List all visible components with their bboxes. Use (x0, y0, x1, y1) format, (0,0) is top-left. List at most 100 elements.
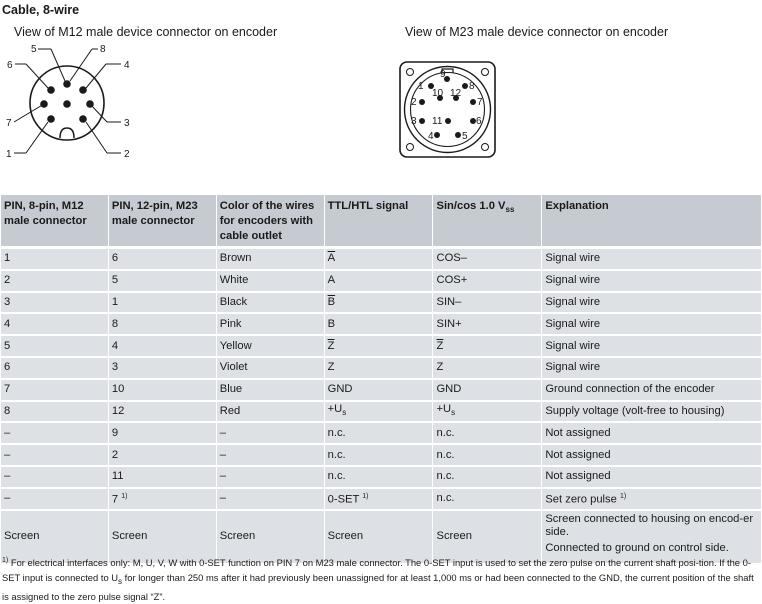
m12-pin-label-8: 8 (100, 44, 106, 55)
m12-pin-cell: 4 (1, 314, 108, 337)
wire-color-cell: Screen (216, 510, 324, 565)
m23-pin-label-11: 11 (432, 116, 443, 127)
m12-key-notch (59, 127, 75, 139)
m12-pin-label-3: 3 (124, 118, 130, 129)
m12-pin-label-4: 4 (124, 60, 130, 71)
m12-outer-ring (29, 65, 105, 141)
footnote-text-b: for longer than 250 ms after it had prev… (2, 572, 754, 602)
wire-color-cell: – (216, 488, 324, 511)
m12-pin-cell: – (1, 488, 108, 511)
ttl-signal-cell: B (324, 314, 433, 337)
m23-pin-cell: 10 (108, 379, 216, 402)
explanation-cell: Set zero pulse 1) (542, 488, 761, 511)
m23-pin-label-5: 5 (462, 131, 468, 142)
m12-leader-lines (13, 48, 121, 154)
m23-pin-label-7: 7 (477, 97, 483, 108)
m12-pin-cell: 3 (1, 292, 108, 315)
m12-pin-cell: Screen (1, 510, 108, 565)
explanation-line: Connected to ground on control side. (545, 541, 729, 554)
header-sincos-signal: Sin/cos 1.0 Vss (433, 195, 542, 249)
m23-pin-cell: 8 (108, 314, 216, 337)
sincos-signal-cell: n.c. (433, 488, 542, 511)
m12-pin-cell: – (1, 466, 108, 489)
sincos-signal-cell: Z (433, 336, 542, 358)
m12-pin-cell: 1 (1, 249, 108, 271)
wire-color-cell: – (216, 466, 324, 489)
header-wire-color: Color of the wires for encoders with cab… (216, 195, 324, 249)
m23-inner-ring (409, 71, 486, 148)
footnote-text-a: For electrical interfaces only: M, U, V,… (2, 557, 751, 584)
table-row: 3 1 Black B SIN– Signal wire (1, 292, 761, 315)
m23-connector-diagram: 9 1 8 10 12 2 7 3 11 6 4 5 (399, 61, 496, 158)
m12-pin-cell: 8 (1, 401, 108, 424)
sincos-signal-cell: n.c. (433, 423, 542, 446)
wire-color-cell: Violet (216, 357, 324, 380)
explanation-line: Screen connected to housing on encod-er … (545, 512, 754, 538)
table-row: 5 4 Yellow Z Z Signal wire (1, 336, 761, 358)
wire-color-cell: Brown (216, 249, 324, 271)
table-row: 8 12 Red +Us +Us Supply voltage (volt-fr… (1, 401, 761, 424)
m23-pin-cell: 7 1) (108, 488, 216, 511)
wire-color-cell: Pink (216, 314, 324, 337)
m12-pin-cell: 5 (1, 336, 108, 358)
m23-mount-hole (481, 143, 489, 151)
header-explanation: Explanation (542, 195, 761, 249)
explanation-cell: Signal wire (542, 249, 761, 271)
header-m12-pin: PIN, 8-pin, M12 male connector (1, 195, 108, 249)
m23-pin-cell: 4 (108, 336, 216, 358)
m23-pin-cell: 1 (108, 292, 216, 315)
wire-color-cell: Black (216, 292, 324, 315)
table-row: 4 8 Pink B SIN+ Signal wire (1, 314, 761, 337)
m23-mount-hole (406, 143, 414, 151)
m23-pin-dots (419, 76, 476, 138)
sincos-signal-cell: +Us (433, 401, 542, 424)
m12-pin-cell: 7 (1, 379, 108, 402)
ttl-signal-cell: 0-SET 1) (324, 488, 433, 511)
ttl-signal-cell: +Us (324, 401, 433, 424)
explanation-cell: Signal wire (542, 314, 761, 337)
ttl-signal-cell: A (324, 270, 433, 293)
pin-assignment-table: PIN, 8-pin, M12 male connector PIN, 12-p… (0, 195, 762, 565)
wire-color-cell: – (216, 445, 324, 467)
explanation-cell: Signal wire (542, 357, 761, 380)
m23-pin-cell: 3 (108, 357, 216, 380)
header-m23-pin: PIN, 12-pin, M23 male connector (108, 195, 216, 249)
table-row: – 9 – n.c. n.c. Not assigned (1, 423, 761, 446)
m23-pin-label-2: 2 (411, 97, 417, 108)
sincos-signal-cell: n.c. (433, 466, 542, 489)
ttl-signal-cell: n.c. (324, 466, 433, 489)
m12-pin-cell: 2 (1, 270, 108, 293)
m12-connector-diagram: 5 8 6 4 7 3 1 2 (6, 44, 130, 160)
m12-pin-label-1: 1 (6, 149, 12, 160)
explanation-cell: Signal wire (542, 292, 761, 315)
m23-flange (399, 61, 496, 158)
footnote-marker: 1) (2, 557, 9, 564)
ttl-signal-cell: GND (324, 379, 433, 402)
wire-color-cell: Red (216, 401, 324, 424)
sincos-signal-cell: COS+ (433, 270, 542, 293)
m12-pin-cell: 6 (1, 357, 108, 380)
m12-pin-cell: – (1, 445, 108, 467)
m12-pin-dots (40, 80, 94, 123)
footnote: 1) For electrical interfaces only: M, U,… (2, 553, 760, 604)
sincos-signal-cell: Z (433, 357, 542, 380)
ttl-signal-cell: n.c. (324, 445, 433, 467)
table-row: 6 3 Violet Z Z Signal wire (1, 357, 761, 380)
m23-key-notch (441, 68, 454, 73)
ttl-signal-cell: B (324, 292, 433, 315)
m23-pin-label-12: 12 (450, 88, 462, 99)
explanation-cell: Not assigned (542, 445, 761, 467)
m23-caption: View of M23 male device connector on enc… (405, 25, 669, 39)
ttl-signal-cell: Screen (324, 510, 433, 565)
table-header-row: PIN, 8-pin, M12 male connector PIN, 12-p… (1, 195, 761, 249)
wire-color-cell: Yellow (216, 336, 324, 358)
ttl-signal-cell: n.c. (324, 423, 433, 446)
table-row: – 2 – n.c. n.c. Not assigned (1, 445, 761, 467)
explanation-cell: Not assigned (542, 423, 761, 446)
m23-pin-cell: 9 (108, 423, 216, 446)
m23-pin-cell: 11 (108, 466, 216, 489)
table-row-screen: Screen Screen Screen Screen Screen Scree… (1, 510, 761, 565)
table-row: 1 6 Brown A COS– Signal wire (1, 249, 761, 271)
m12-pin-label-2: 2 (124, 149, 130, 160)
m12-pin-label-6: 6 (7, 60, 13, 71)
